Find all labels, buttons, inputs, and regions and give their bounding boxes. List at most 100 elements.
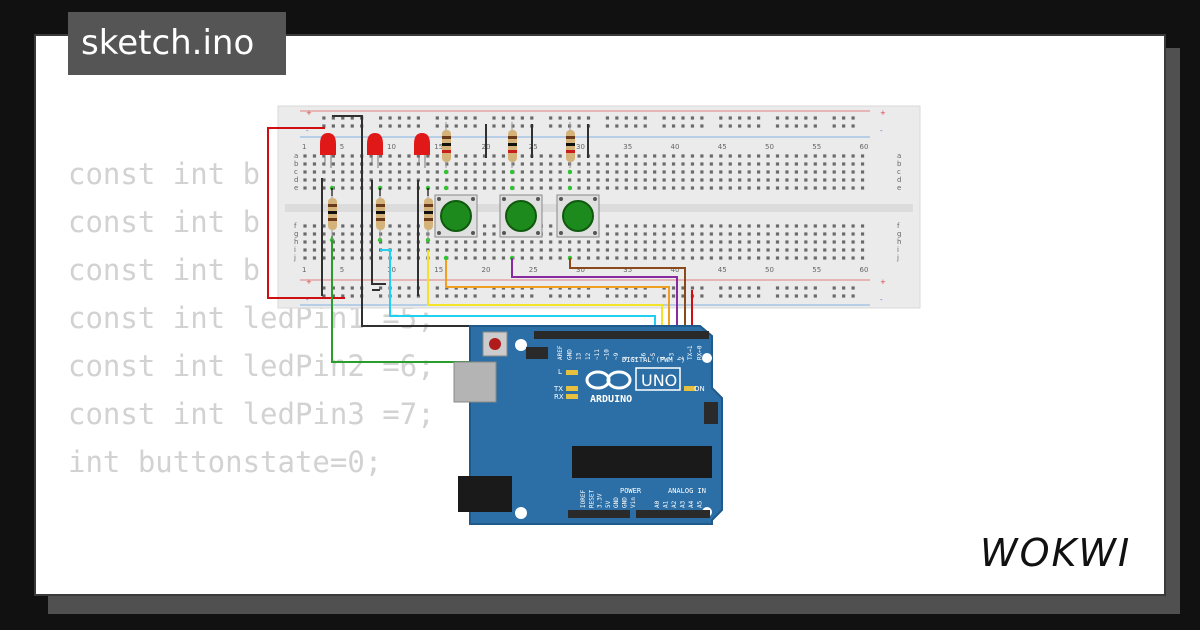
- resistor-band: [376, 218, 385, 221]
- arduino-uno[interactable]: ARDUINO UNO DIGITAL (PWM ~) L TX RX ON P…: [453, 325, 723, 525]
- breadboard-hole: [785, 154, 789, 158]
- breadboard-hole: [813, 240, 817, 244]
- breadboard-hole: [322, 124, 326, 128]
- row-letter: c: [897, 168, 901, 176]
- breadboard-hole: [842, 240, 846, 244]
- button-corner: [502, 197, 506, 201]
- breadboard-hole: [681, 116, 685, 120]
- code-line: const int ledPin1 =5;: [68, 301, 435, 335]
- breadboard-hole: [615, 294, 619, 298]
- breadboard-hole: [482, 162, 487, 166]
- breadboard-hole: [492, 178, 496, 182]
- breadboard-hole: [738, 256, 742, 260]
- column-number: 55: [812, 266, 821, 274]
- row-letter: j: [293, 254, 296, 262]
- breadboard-hole: [757, 170, 761, 174]
- button-3[interactable]: [556, 194, 600, 238]
- led-3[interactable]: [414, 133, 430, 168]
- connection-dot: [443, 169, 449, 175]
- breadboard-hole: [558, 294, 562, 298]
- breadboard-hole: [757, 248, 761, 252]
- breadboard-hole: [624, 256, 628, 260]
- breadboard-hole: [804, 154, 808, 158]
- breadboard-hole: [539, 256, 543, 260]
- breadboard-hole: [634, 224, 638, 228]
- button-2[interactable]: [499, 194, 543, 238]
- breadboard-hole: [331, 232, 335, 236]
- breadboard-hole: [785, 124, 789, 128]
- resistor-5[interactable]: [508, 122, 517, 168]
- breadboard-hole: [388, 240, 392, 244]
- breadboard-hole: [813, 124, 817, 128]
- breadboard-hole: [766, 240, 770, 244]
- breadboard-hole: [341, 240, 345, 244]
- breadboard-hole: [501, 248, 506, 252]
- row-letter: b: [294, 160, 299, 168]
- breadboard-hole: [624, 186, 628, 190]
- resistor-band: [566, 150, 575, 153]
- resistor-1[interactable]: [328, 190, 337, 240]
- button-1[interactable]: [434, 194, 478, 238]
- breadboard-hole: [804, 232, 808, 236]
- breadboard-hole: [322, 256, 326, 260]
- breadboard-hole: [350, 256, 354, 260]
- wokwi-logo[interactable]: WOKWI: [978, 526, 1150, 578]
- breadboard-hole: [388, 124, 392, 128]
- breadboard-hole: [492, 232, 496, 236]
- breadboard-hole: [766, 232, 770, 236]
- breadboard-hole: [842, 256, 846, 260]
- rail-minus-label: -: [306, 127, 309, 135]
- digital-header: [534, 331, 709, 339]
- breadboard-hole: [775, 116, 780, 120]
- breadboard-hole: [775, 224, 780, 228]
- breadboard-hole: [823, 240, 827, 244]
- resistor-6[interactable]: [566, 122, 575, 168]
- breadboard-hole: [860, 232, 865, 236]
- breadboard-hole: [397, 170, 402, 174]
- breadboard-hole: [709, 232, 713, 236]
- breadboard-hole: [700, 178, 704, 182]
- led-1[interactable]: [320, 133, 336, 168]
- breadboard-hole: [539, 186, 543, 190]
- breadboard-hole: [331, 154, 335, 158]
- breadboard-hole: [322, 224, 326, 228]
- breadboard-hole: [397, 154, 402, 158]
- breadboard-hole: [435, 162, 439, 166]
- breadboard-hole: [341, 286, 345, 290]
- resistor-2[interactable]: [376, 190, 385, 240]
- breadboard-hole: [794, 170, 798, 174]
- breadboard-hole: [747, 294, 751, 298]
- breadboard-hole: [662, 240, 666, 244]
- breadboard-hole: [558, 162, 562, 166]
- breadboard-hole: [464, 154, 468, 158]
- breadboard-hole: [671, 256, 676, 260]
- breadboard-hole: [407, 224, 411, 228]
- breadboard-hole: [624, 162, 628, 166]
- breadboard-hole: [671, 186, 676, 190]
- breadboard-hole: [728, 286, 732, 290]
- breadboard-hole: [558, 116, 562, 120]
- pin-label: A4: [688, 500, 695, 508]
- breadboard-hole: [445, 178, 449, 182]
- breadboard-hole: [331, 170, 335, 174]
- row-letter: c: [294, 168, 298, 176]
- breadboard-hole: [473, 154, 477, 158]
- breadboard-hole: [615, 170, 619, 174]
- led-2[interactable]: [367, 133, 383, 168]
- sketch-title[interactable]: sketch.ino: [68, 12, 286, 75]
- breadboard-hole: [350, 154, 354, 158]
- breadboard-hole: [709, 256, 713, 260]
- breadboard-hole: [511, 294, 515, 298]
- breadboard-hole: [388, 178, 392, 182]
- breadboard-hole: [520, 248, 524, 252]
- breadboard-hole: [785, 170, 789, 174]
- breadboard-hole: [813, 232, 817, 236]
- breadboard-hole: [568, 178, 572, 182]
- resistor-3[interactable]: [424, 190, 433, 240]
- breadboard-hole: [350, 162, 354, 166]
- row-letter: g: [897, 230, 901, 238]
- resistor-4[interactable]: [442, 122, 451, 168]
- breadboard-hole: [530, 294, 534, 298]
- breadboard-hole: [568, 248, 572, 252]
- power-label: POWER: [620, 487, 642, 495]
